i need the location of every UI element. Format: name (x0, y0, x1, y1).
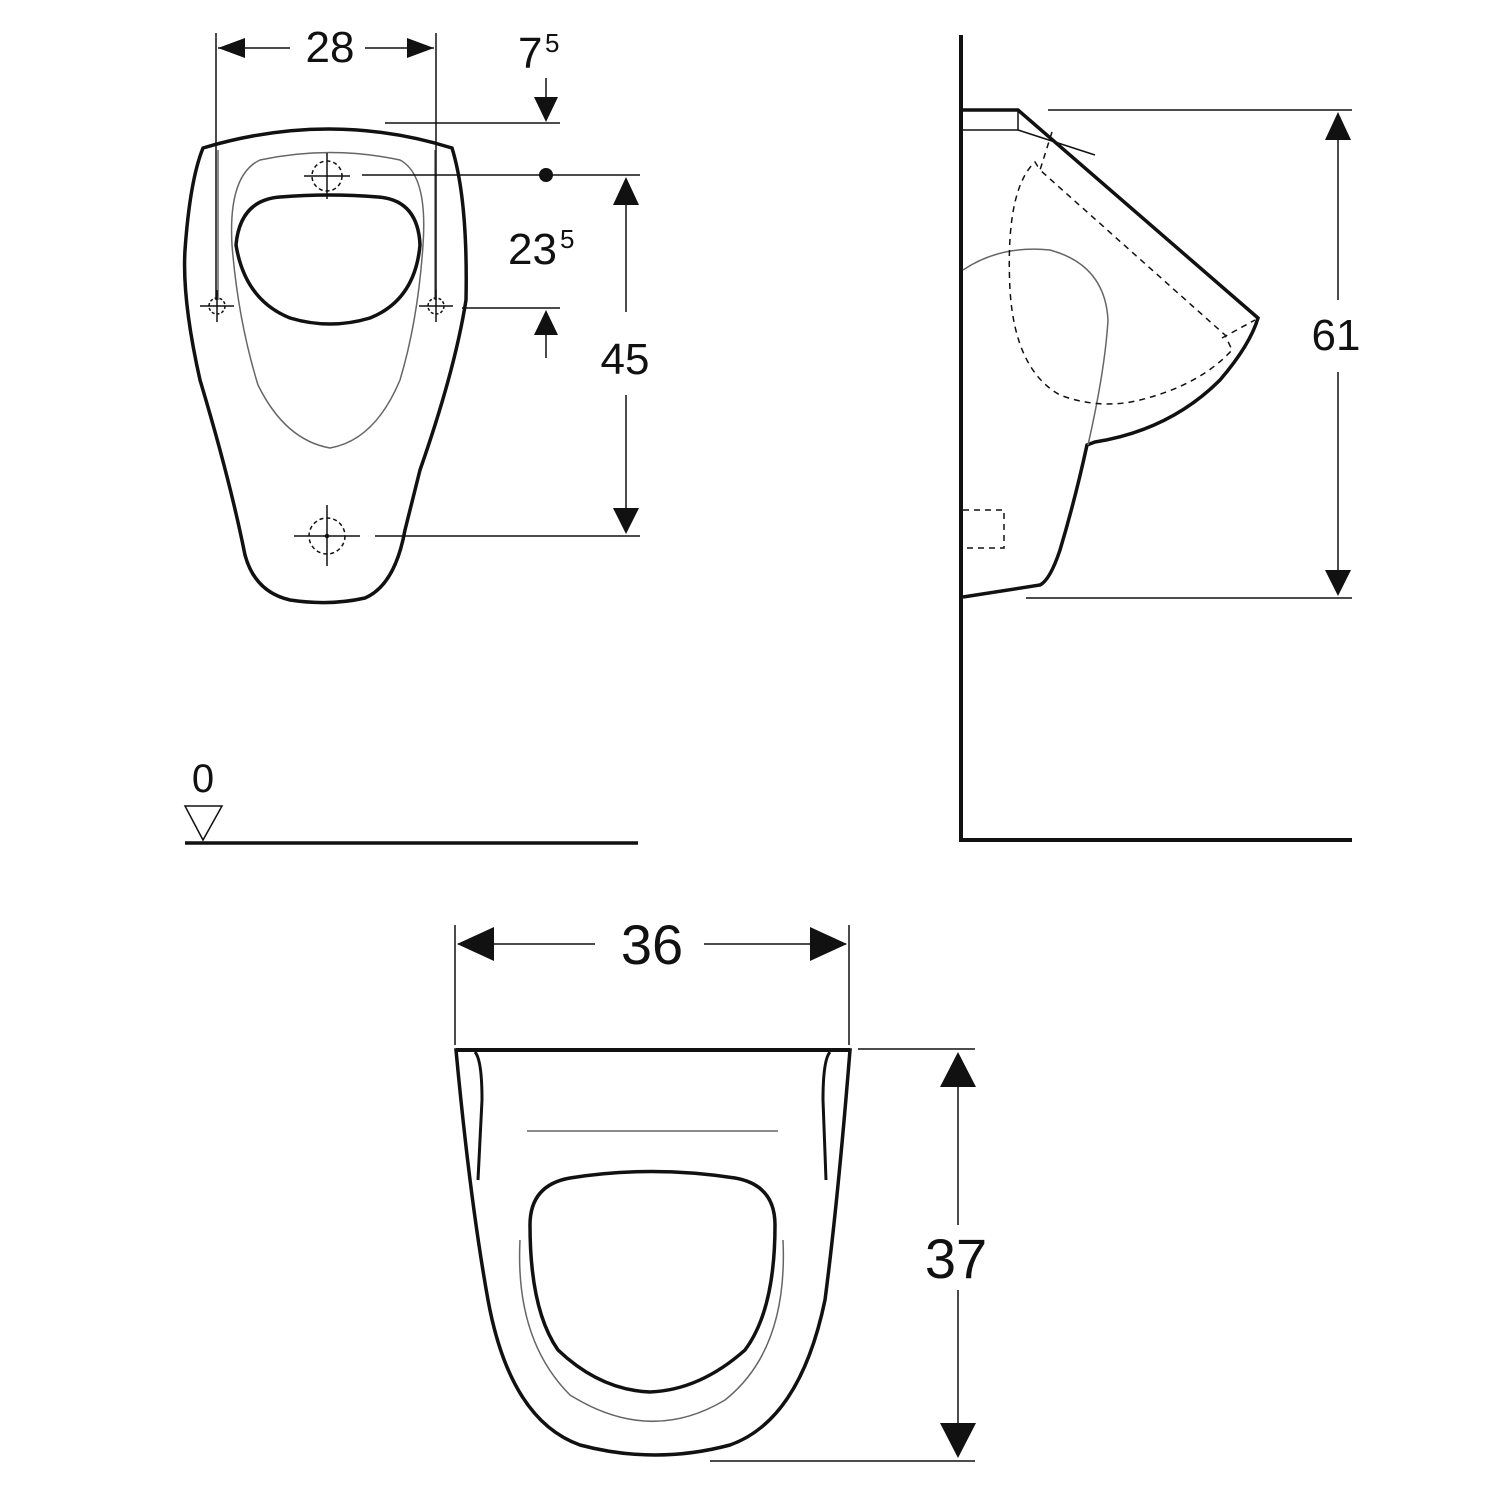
dim-28-label: 28 (306, 23, 355, 72)
dim-45 (375, 177, 640, 537)
level-triangle-icon (183, 805, 224, 842)
floor-level-label: 0 (192, 757, 214, 801)
dim-61-label: 61 (1312, 311, 1361, 360)
fixing-left-crosshair-icon (200, 290, 234, 322)
dim-36 (454, 925, 850, 1045)
side-view: 61 (959, 35, 1361, 842)
dim-7-5 (362, 78, 640, 182)
dim-23-5-label: 23 (508, 225, 557, 274)
dim-23-5 (462, 307, 560, 358)
dim-45-label: 45 (601, 335, 650, 384)
front-body-outline (182, 127, 468, 605)
side-hidden-outlet (963, 509, 1005, 549)
front-bowl-opening (234, 193, 422, 326)
dim-28 (215, 33, 437, 300)
side-inner-curve (962, 248, 1109, 446)
top-bowl-opening (528, 1169, 777, 1394)
top-body-outline (454, 1048, 852, 1457)
top-bowl-rim (518, 1239, 785, 1422)
outlet-crosshair-icon (294, 505, 360, 566)
dim-36-label: 36 (621, 913, 683, 976)
side-body-outline (961, 108, 1260, 599)
dim-37 (710, 1048, 976, 1462)
dim-23-5-sup: 5 (560, 224, 574, 254)
inlet-crosshair-icon (304, 153, 350, 199)
floor-reference (183, 805, 638, 845)
dim-37-label: 37 (925, 1227, 987, 1290)
dim-61 (1026, 109, 1352, 599)
front-view: 28 7 5 23 5 45 (182, 23, 650, 845)
dim-7-5-label: 7 (518, 29, 542, 78)
dim-7-5-sup: 5 (545, 28, 559, 58)
front-inner-rim (230, 151, 425, 449)
top-view: 36 37 (454, 913, 987, 1462)
side-hidden-bowl (1008, 131, 1233, 405)
